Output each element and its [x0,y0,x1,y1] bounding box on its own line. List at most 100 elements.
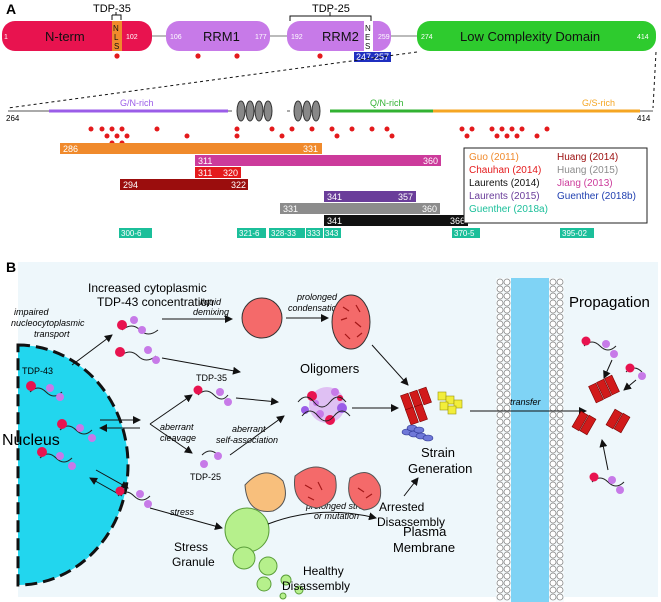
lipid-head [556,488,564,496]
lipid-head [549,390,557,398]
lipid-head [556,334,564,342]
lipid-head [503,390,511,398]
lipid-head [503,579,511,587]
lipid-head [556,572,564,580]
lipid-head [549,593,557,601]
tdp35-label: TDP-35 [196,373,227,383]
reference-legend: Guo (2011) Huang (2014) Chauhan (2014) H… [463,147,648,224]
lipid-head [556,516,564,524]
nucleus-label: Nucleus [2,432,60,449]
arrow-to-strain [371,344,409,386]
svg-text:328-33: 328-33 [271,229,296,238]
lipid-head [549,334,557,342]
lipid-head [549,586,557,594]
lipid-head [556,558,564,566]
lipid-head [556,390,564,398]
lipid-head [556,453,564,461]
healthy-label: Healthy [303,564,344,578]
lipid-head [496,397,504,405]
lipid-head [556,579,564,587]
fragment-5-start: 341 [327,192,342,202]
nterm-label: N-term [45,29,85,44]
lipid-head [556,537,564,545]
lipid-head [496,481,504,489]
lipid-head [556,278,564,286]
propagation-monomers [581,336,646,494]
lipid-head [503,313,511,321]
svg-text:395-02: 395-02 [562,229,587,238]
stress-tdp43 [115,486,152,508]
transfer-label: transfer [510,397,542,407]
lipid-head [503,292,511,300]
svg-text:300-6: 300-6 [121,229,142,238]
lipid-head [549,362,557,370]
lipid-head [549,544,557,552]
lipid-head [556,425,564,433]
nuclear-tdp43 [26,381,96,470]
lipid-head [549,418,557,426]
droplet [241,297,283,339]
rrm1-end: 177 [255,34,267,41]
membrane-label: Membrane [393,540,455,555]
propagation-label: Propagation [569,294,650,311]
lipid-head [503,586,511,594]
lipid-head [503,495,511,503]
aberrant-cleavage-label-2: cleavage [160,433,196,443]
lipid-head [549,439,557,447]
lipid-head [549,488,557,496]
liquid-label: liquid [200,297,222,307]
legend-guo: Guo (2011) [469,152,519,163]
lcd-start: 274 [421,34,433,41]
lipid-head [549,467,557,475]
lipid-head [549,516,557,524]
fragment-5-end: 357 [398,192,413,202]
lipid-head [549,299,557,307]
lipid-head [503,285,511,293]
lipid-head [549,278,557,286]
impaired-label-2: nucleocytoplasmic [11,318,85,328]
lipid-head [556,404,564,412]
fragment-5: 341 357 [324,191,416,202]
lipid-head [496,348,504,356]
lipid-head [496,453,504,461]
lipid-head [496,425,504,433]
tdp35-bracket-label: TDP-35 [93,3,131,15]
lipid-head [496,495,504,503]
nls-segment [112,21,122,51]
tdp35-bracket [111,12,122,20]
fragment-1-end: 331 [303,144,318,154]
lipid-head [556,460,564,468]
lipid-head [556,383,564,391]
lipid-head [556,292,564,300]
lipid-head [496,516,504,524]
lipid-head [556,348,564,356]
lipid-head [503,558,511,566]
lipid-head [496,341,504,349]
tdp43-label: TDP-43 [22,366,53,376]
plasma-membrane [496,278,564,602]
lipid-head [503,425,511,433]
fragment-1: 286 331 [60,143,322,154]
prop-arrow-3 [599,439,609,471]
lipid-head [496,327,504,335]
lipid-head [503,460,511,468]
lipid-head [503,488,511,496]
healthy-label-2: Disassembly [282,579,350,593]
lipid-head [496,537,504,545]
lipid-head [549,411,557,419]
disassembly-label: Disassembly [377,515,445,529]
lipid-head [503,299,511,307]
lipid-head [556,586,564,594]
lipid-head [496,418,504,426]
lipid-head [503,362,511,370]
lipid-head [496,551,504,559]
lipid-head [496,292,504,300]
lipid-head [503,341,511,349]
lipid-head [503,551,511,559]
lipid-head [496,558,504,566]
tdp25-bracket-label: TDP-25 [312,3,350,15]
lipid-head [549,425,557,433]
nterm-start: 1 [4,34,8,41]
lipid-head [503,481,511,489]
fragment-3: 311 320 [195,167,241,178]
